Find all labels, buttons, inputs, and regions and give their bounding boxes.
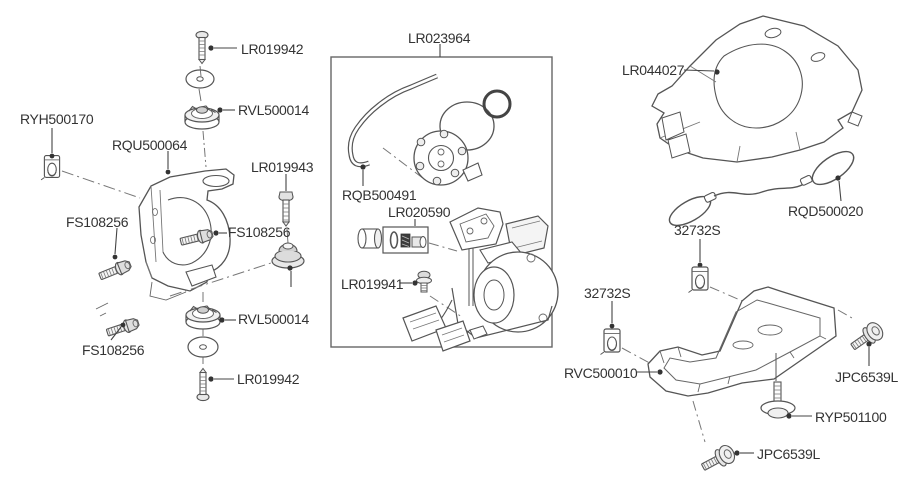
service-kit-lr020590-drawing <box>357 219 429 254</box>
bolt-lr019942-bottom-drawing <box>196 367 210 402</box>
dome-isolator-drawing <box>271 242 305 269</box>
centerline <box>621 347 658 368</box>
centerline <box>202 130 207 168</box>
centerline <box>692 400 706 443</box>
washer-bottom-drawing <box>187 336 219 358</box>
hose-rqb500491-drawing <box>347 73 438 186</box>
dome-leader <box>287 265 293 287</box>
part-label-lr044027: LR044027 <box>622 62 685 78</box>
part-label-rqd500020: RQD500020 <box>788 203 864 219</box>
part-label-jpc6539l-right: JPC6539L <box>835 369 898 385</box>
centerline <box>429 295 463 318</box>
part-label-fs108256-b: FS108256 <box>228 224 291 240</box>
cover-lr044027-drawing <box>651 15 863 163</box>
part-label-32732s-top: 32732S <box>674 222 721 238</box>
bracket-rqu500064-drawing <box>138 168 235 301</box>
centerline <box>428 242 458 252</box>
part-label-fs108256-a: FS108256 <box>66 214 129 230</box>
axis-line <box>286 228 289 244</box>
screw-jpc6539l-bottom-drawing <box>698 442 754 477</box>
part-label-lr019941: LR019941 <box>341 276 404 292</box>
part-label-ryp501100: RYP501100 <box>815 409 887 425</box>
clip-ryh500170-drawing <box>40 155 61 181</box>
bolt-lr019943-drawing <box>278 191 294 227</box>
part-label-ryh500170: RYH500170 <box>20 111 94 127</box>
isolator-rvl500014-bottom-drawing <box>185 305 221 330</box>
rivet-ryp501100-drawing <box>760 353 812 419</box>
centerline <box>382 147 425 180</box>
bolt-lr019942-top-drawing <box>195 30 209 65</box>
part-label-lr019943: LR019943 <box>251 159 314 175</box>
compressor-assembly-drawing <box>402 207 559 352</box>
leader-lines-left <box>49 45 287 382</box>
bolt-fs108256-c-drawing <box>95 302 141 340</box>
part-label-rqb500491: RQB500491 <box>342 187 417 203</box>
centerline <box>61 170 141 199</box>
o-ring-drawing <box>482 89 512 119</box>
valve-lr019941-drawing <box>400 270 432 293</box>
part-label-32732s-left: 32732S <box>584 285 631 301</box>
part-label-lr020590: LR020590 <box>388 204 451 220</box>
bolt-fs108256-a-drawing <box>97 257 134 284</box>
part-label-lr023964: LR023964 <box>408 30 471 46</box>
washer-top-drawing <box>185 65 215 89</box>
centerline <box>709 286 748 304</box>
part-label-lr019942-top: LR019942 <box>241 41 304 57</box>
clip-32732s-left-drawing <box>599 301 621 356</box>
pump-head-drawing <box>413 101 495 186</box>
part-label-rqu500064: RQU500064 <box>112 137 188 153</box>
part-label-rvl500014-top: RVL500014 <box>238 102 309 118</box>
part-label-rvc500010: RVC500010 <box>564 365 638 381</box>
tray-rvc500010-drawing <box>637 286 837 397</box>
tether-rqd500020-drawing <box>668 150 855 227</box>
part-label-jpc6539l-bottom: JPC6539L <box>757 446 820 462</box>
isolator-rvl500014-top-drawing <box>184 105 220 130</box>
screw-jpc6539l-right-drawing <box>846 319 887 366</box>
part-label-fs108256-c: FS108256 <box>82 342 145 358</box>
clip-32732s-top-drawing <box>687 239 709 294</box>
part-label-lr019942-bottom: LR019942 <box>237 371 300 387</box>
axis-line <box>198 88 202 102</box>
centerline <box>169 262 272 297</box>
centerline <box>837 309 853 319</box>
part-label-rvl500014-bottom: RVL500014 <box>238 311 309 327</box>
